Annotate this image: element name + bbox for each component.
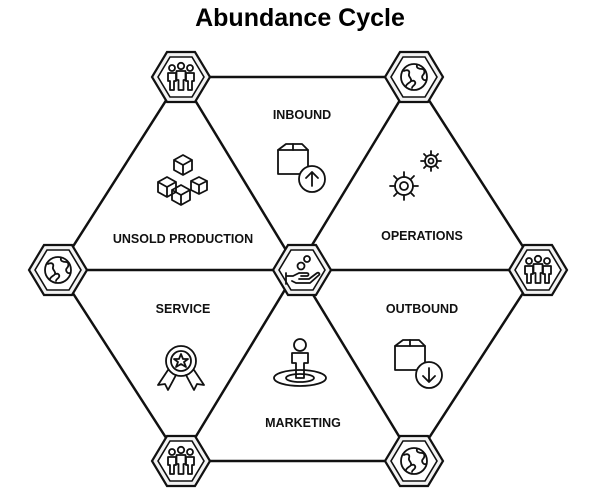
hand-coins-icon (285, 255, 321, 285)
vertex-badge-left (27, 243, 89, 297)
label-unsold-production: UNSOLD PRODUCTION (113, 232, 253, 246)
center-badge (271, 243, 333, 297)
person-target-icon (273, 338, 327, 387)
cubes-icon (157, 154, 208, 206)
vertex-badge-right (507, 243, 569, 297)
label-service: SERVICE (156, 302, 211, 316)
box-down-arrow-icon (394, 339, 443, 389)
vertex-badge-top-left (150, 50, 212, 104)
gears-icon (389, 150, 442, 201)
award-icon (157, 345, 205, 391)
label-marketing: MARKETING (265, 416, 341, 430)
vertex-badge-bottom-right (383, 434, 445, 488)
vertex-badge-bottom-left (150, 434, 212, 488)
box-up-arrow-icon (277, 143, 326, 193)
label-inbound: INBOUND (273, 108, 331, 122)
label-operations: OPERATIONS (381, 229, 463, 243)
vertex-badge-top-right (383, 50, 445, 104)
diagram-title: Abundance Cycle (195, 4, 405, 32)
label-outbound: OUTBOUND (386, 302, 458, 316)
